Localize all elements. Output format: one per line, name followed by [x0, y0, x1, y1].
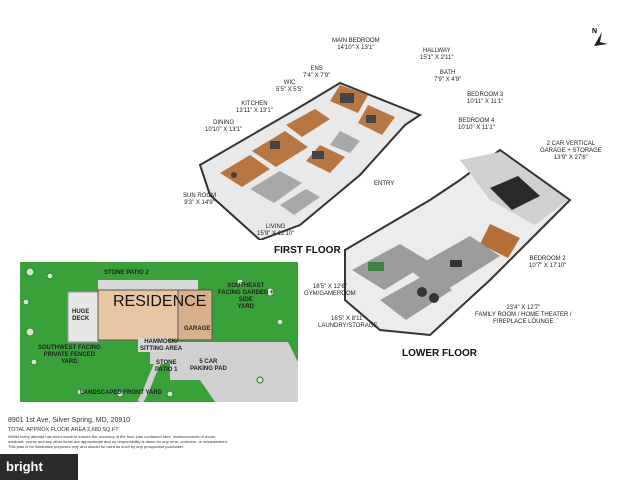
brand-logo: bright — [0, 454, 78, 480]
footer-area: TOTAL APPROX FLOOR AREA 2,680 SQ.FT — [8, 427, 119, 433]
label-laundry: 16'5" x 8'11"LAUNDRY/STORAGE — [318, 316, 378, 329]
site-deck — [67, 291, 99, 343]
lower-floor-plan — [344, 148, 572, 337]
site-label-front-yard: LANDSCAPED FRONT YARD — [80, 390, 163, 396]
label-bedroom3: BEDROOM 310'11" x 11'1" — [467, 92, 504, 105]
footer-disclaimer-2: windows, rooms and any other items are a… — [8, 439, 228, 444]
site-plan — [20, 262, 298, 402]
compass: N — [590, 28, 612, 52]
footer-address: 8901 1st Ave, Silver Spring, MD, 20910 — [8, 417, 131, 424]
site-label-garage: GARAGE — [184, 326, 211, 332]
label-family-room: 23'4" x 12'7"FAMILY ROOM / HOME THEATER … — [475, 305, 572, 325]
label-bedroom4: BEDROOM 410'10" x 11'1" — [458, 118, 495, 131]
lower-floor-car — [490, 176, 540, 210]
footer-disclaimer-3: This plan is for illustrative purposes o… — [8, 444, 185, 449]
site-residence — [97, 289, 187, 341]
site-garage — [177, 289, 213, 341]
first-floor-plan — [198, 81, 423, 240]
lower-floor-furniture — [368, 262, 384, 271]
footer-disclaimer-1: Whilst every attempt has been made to en… — [8, 434, 217, 439]
label-bedroom2: BEDROOM 210'7" x 17'10" — [529, 256, 567, 269]
site-label-hammock: HAMMOCK/SITTING AREA — [140, 339, 183, 352]
compass-label: N — [592, 28, 598, 35]
first-floor-title: FIRST FLOOR — [274, 245, 341, 256]
site-trees — [22, 267, 284, 398]
site-hammock-area — [138, 338, 168, 352]
lower-floor-wood-floors — [480, 224, 520, 258]
site-label-residence: RESIDENCE — [113, 293, 207, 310]
site-stone-patio-2 — [98, 280, 198, 290]
first-floor-furniture — [231, 93, 376, 178]
site-driveway — [170, 342, 298, 402]
first-floor-gray-floors — [250, 131, 360, 215]
site-label-stone-patio-2: STONE PATIO 2 — [104, 270, 149, 276]
label-entry: ENTRY — [374, 181, 395, 187]
label-gym: 16'5" x 12'6"GYM/GAMEROOM — [304, 284, 356, 297]
compass-arrow-icon — [594, 32, 608, 46]
lower-floor-title: LOWER FLOOR — [402, 348, 477, 359]
lower-floor-seating — [417, 260, 462, 303]
